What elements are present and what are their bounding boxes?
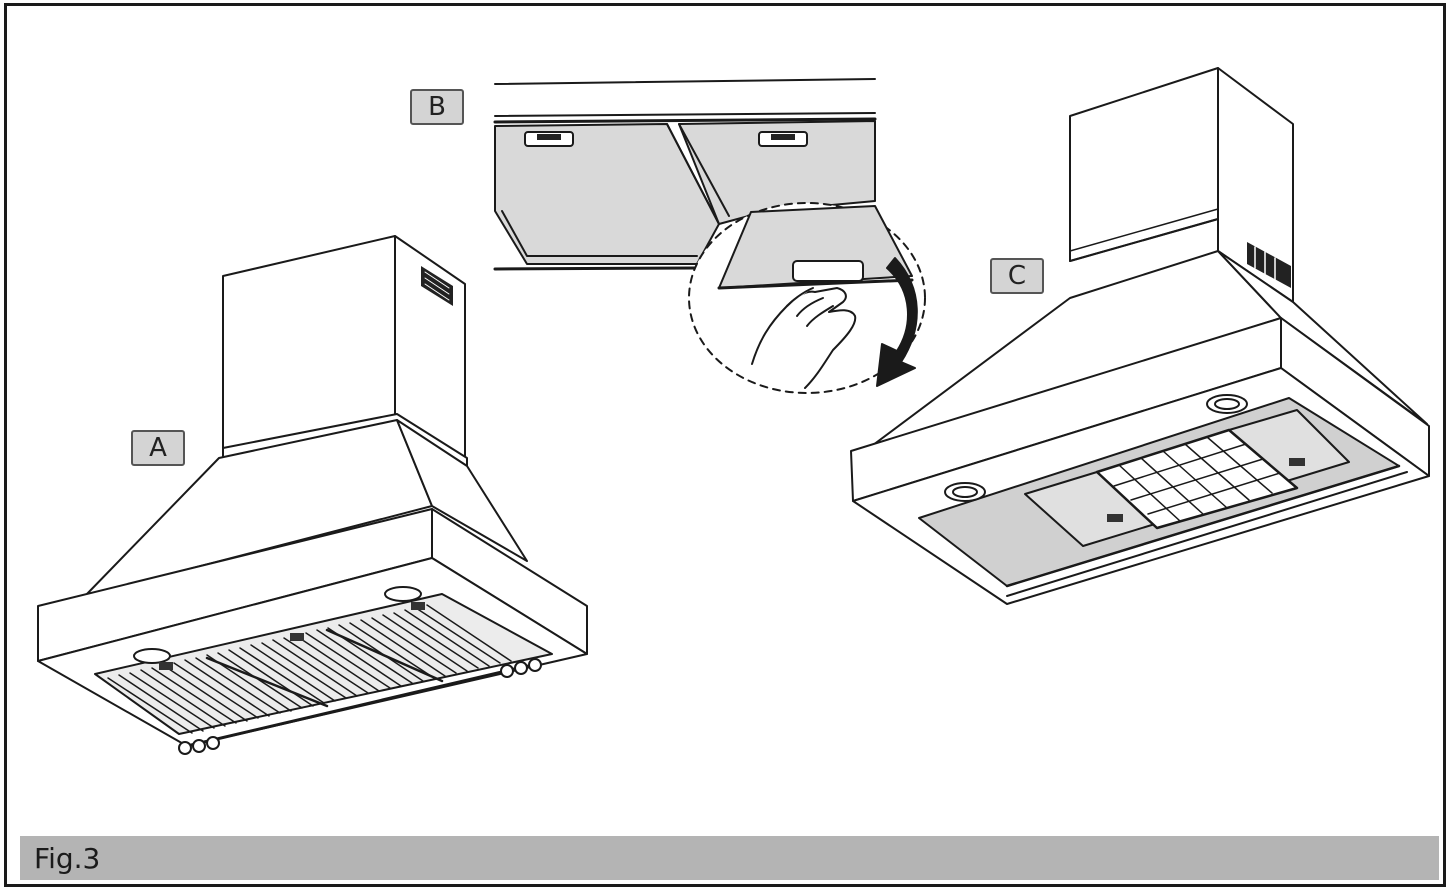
hand-icon — [751, 287, 857, 389]
curved-arrow-down-icon — [876, 257, 918, 387]
callout-c: C — [990, 258, 1044, 294]
hood-a-baffle-slats — [107, 604, 512, 734]
hood-a-canopy-side — [396, 419, 528, 562]
hood-c-drawing — [850, 67, 1430, 605]
hood-c-light-right — [1206, 394, 1248, 414]
callout-a: A — [131, 430, 185, 466]
detail-b-pull-tab — [792, 260, 864, 282]
detail-b-drawing — [493, 78, 926, 394]
caption-bar: Fig.3 — [20, 836, 1439, 880]
hood-a-rail-knobs — [178, 658, 542, 755]
hood-c-vent-grille — [1247, 242, 1291, 288]
hood-a-light-right — [384, 586, 422, 602]
hood-c-grid-lines — [1113, 436, 1281, 522]
hood-a-light-left — [133, 648, 171, 664]
figure-frame: A B C Fig.3 — [4, 3, 1446, 887]
hood-c-light-left — [944, 482, 986, 502]
hood-a-vent-grille — [421, 266, 453, 306]
figure-caption: Fig.3 — [34, 841, 101, 875]
callout-b: B — [410, 89, 464, 125]
hood-a-drawing — [37, 235, 588, 755]
hood-c-chimney-front — [1069, 67, 1219, 262]
range-hood-illustration — [37, 67, 1430, 755]
